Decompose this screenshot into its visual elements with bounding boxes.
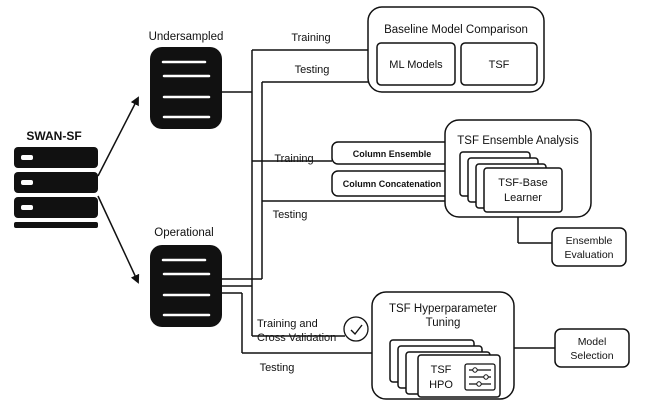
edge-label-training-cv-line2: Cross Validation bbox=[257, 332, 336, 344]
hpo-inner-line2: HPO bbox=[429, 379, 453, 391]
undersampled-database-icon bbox=[150, 47, 222, 129]
hpo-title-line1: TSF Hyperparameter bbox=[389, 303, 497, 315]
connector-lines bbox=[222, 49, 555, 354]
edge-label-testing-2: Testing bbox=[273, 209, 308, 221]
swan-sf-server-icon bbox=[14, 147, 98, 228]
arrow-to-operational bbox=[97, 195, 140, 284]
operational-database-icon bbox=[150, 245, 222, 327]
check-circle-icon bbox=[343, 316, 369, 342]
column-ensemble-label: Column Ensemble bbox=[353, 149, 432, 159]
ensemble-evaluation-line1: Ensemble bbox=[566, 235, 613, 247]
edge-label-training-cv-line1: Training and bbox=[257, 318, 318, 330]
model-selection-line1: Model bbox=[578, 336, 607, 348]
ml-models-box bbox=[376, 42, 456, 86]
operational-label: Operational bbox=[154, 227, 213, 239]
sliders-icon bbox=[464, 363, 496, 391]
undersampled-label: Undersampled bbox=[149, 31, 224, 43]
base-learner-line1: TSF-Base bbox=[498, 177, 548, 189]
edge-label-testing-1: Testing bbox=[295, 64, 330, 76]
base-learner-stack bbox=[459, 151, 563, 213]
model-selection-line2: Selection bbox=[570, 350, 613, 362]
base-learner-line2: Learner bbox=[504, 192, 542, 204]
swan-sf-title: SWAN-SF bbox=[26, 129, 81, 143]
column-concatenation-label: Column Concatenation bbox=[343, 179, 442, 189]
ml-models-label: ML Models bbox=[389, 59, 443, 71]
ensemble-evaluation-box bbox=[551, 227, 627, 267]
hpo-inner-line1: TSF bbox=[431, 364, 452, 376]
edge-label-training-2: Training bbox=[274, 153, 313, 165]
edge-label-testing-3: Testing bbox=[260, 362, 295, 374]
edge-label-training-1: Training bbox=[291, 32, 330, 44]
model-selection-box bbox=[554, 328, 630, 368]
ensemble-evaluation-line2: Evaluation bbox=[564, 249, 613, 261]
tsf-box bbox=[460, 42, 538, 86]
ensemble-analysis-title: TSF Ensemble Analysis bbox=[457, 135, 579, 147]
arrow-to-undersampled bbox=[97, 96, 139, 177]
hpo-title-line2: Tuning bbox=[426, 317, 461, 329]
baseline-comparison-title: Baseline Model Comparison bbox=[384, 24, 528, 36]
tsf-label: TSF bbox=[489, 59, 510, 71]
